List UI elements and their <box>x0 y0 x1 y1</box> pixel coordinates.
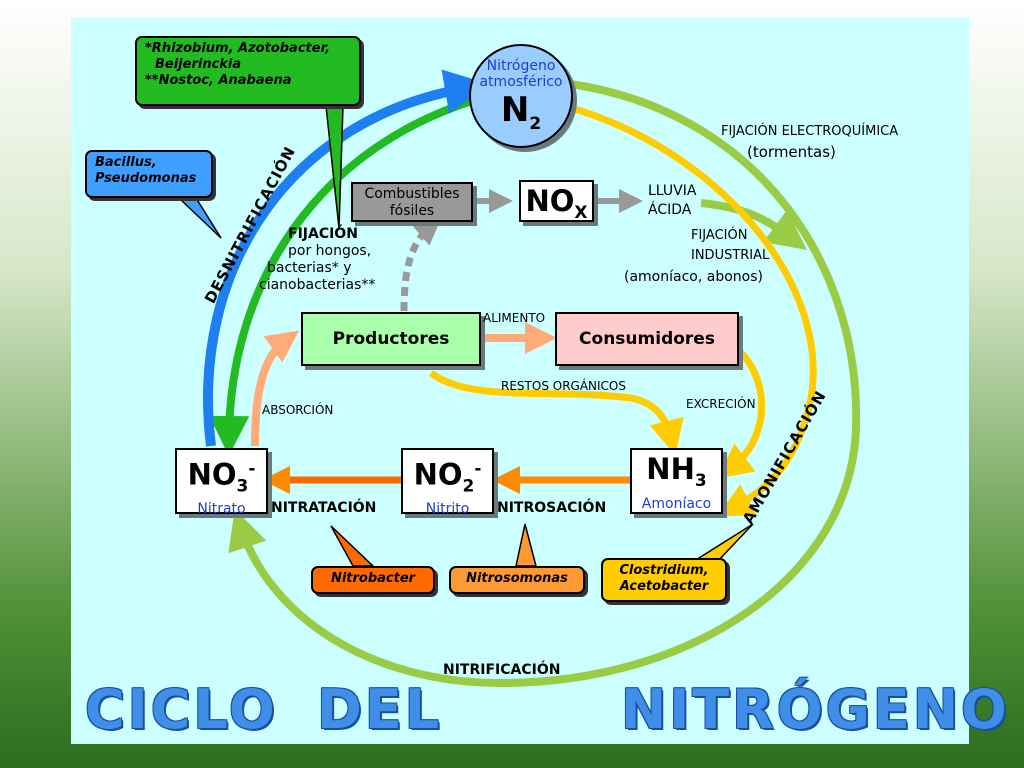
n2-line1: Nitrógeno <box>486 58 556 74</box>
clostridium-line1: Clostridium, <box>619 563 709 578</box>
nitrobacter-bubble: Nitrobacter <box>311 566 435 594</box>
no3-formula-sup: - <box>248 459 256 479</box>
fosilizacion-arrow <box>400 216 442 312</box>
no2-formula-sup: - <box>474 459 482 479</box>
nh3-node: NH3 Amoníaco <box>630 448 723 514</box>
n2-formula-base: N <box>500 90 530 130</box>
title-word-del: DEL <box>317 678 443 741</box>
bacillus-line2: Pseudomonas <box>95 171 197 186</box>
title-word-nitrogeno: NITRÓGENO <box>621 678 1010 741</box>
bacillus-bubble: Bacillus, Pseudomonas <box>85 150 213 198</box>
no3-node: NO3- Nitrato <box>175 448 268 518</box>
desnitrificacion-arrow <box>203 69 490 447</box>
diagram-panel: Nitrógeno atmosférico N2 Combustibles fó… <box>71 18 1007 744</box>
fijacion-arrow <box>209 96 477 456</box>
rhizobium-line2: Beijerinckia <box>155 57 242 72</box>
fossil-line2: fósiles <box>389 203 435 219</box>
no2-formula: NO2- <box>403 454 492 501</box>
consumidores-node: Consumidores <box>555 312 739 366</box>
nitrosomonas-bubble-tail <box>515 523 537 567</box>
fossil-line1: Combustibles <box>364 186 460 202</box>
page-title: CICLO DEL NITRÓGENO <box>85 678 1007 742</box>
rhizobium-bubble: *Rhizobium, Azotobacter, Beijerinckia **… <box>135 36 361 106</box>
excrecion-arrow <box>717 345 766 479</box>
n2-formula: N2 <box>471 90 571 144</box>
clostridium-bubble: Clostridium, Acetobacter <box>601 558 727 602</box>
nh3-formula-sub: 3 <box>694 470 707 491</box>
no2-node: NO2- Nitrito <box>401 448 494 518</box>
fijacion-industrial-arrow <box>570 104 817 517</box>
restos-arrow <box>428 370 684 455</box>
rhizobium-bubble-tail <box>325 105 344 229</box>
fijacion-label-2: por hongos, <box>288 243 372 259</box>
bacillus-line1: Bacillus, <box>95 155 157 170</box>
fijacion-label-4: cianobacterias** <box>259 277 376 293</box>
excrecion-label: EXCRECIÓN <box>686 397 756 411</box>
nh3-formula: NH3 <box>632 454 721 496</box>
nox-formula: NO <box>525 184 575 218</box>
fijacion-electroquimica-label: FIJACIÓN ELECTROQUÍMICA <box>721 124 899 139</box>
nox-node: NOX <box>519 180 594 223</box>
fijacion-label: FIJACIÓN <box>288 226 358 242</box>
lluvia-label-2: ÁCIDA <box>648 202 692 218</box>
fijacion-label-3: bacterias* y <box>267 260 352 276</box>
rhizobium-line1: *Rhizobium, Azotobacter, <box>145 41 331 56</box>
no2-formula-sub: 2 <box>462 476 475 497</box>
nitrificacion-arrow <box>228 80 861 688</box>
nitrificacion-label: NITRIFICACIÓN <box>443 662 561 678</box>
fijacion-industrial-label-1: FIJACIÓN <box>691 228 748 243</box>
bacillus-bubble-tail <box>177 197 222 239</box>
alimento-label: ALIMENTO <box>483 311 546 325</box>
restos-organicos-label: RESTOS ORGÁNICOS <box>501 379 626 393</box>
nitrosomonas-bubble: Nitrosomonas <box>449 566 585 594</box>
nitrosacion-label: NITROSACIÓN <box>497 500 607 516</box>
title-word-ciclo: CICLO <box>85 678 278 741</box>
rhizobium-line3: **Nostoc, Anabaena <box>145 73 292 88</box>
fijacion-industrial-label-3: (amoníaco, abonos) <box>624 269 763 285</box>
no3-formula-sub: 3 <box>236 476 249 497</box>
tormentas-label: (tormentas) <box>747 143 836 161</box>
nh3-name: Amoníaco <box>641 495 712 512</box>
absorcion-label: ABSORCIÓN <box>262 403 334 417</box>
no3-formula: NO3- <box>177 454 266 501</box>
combustibles-fosiles-node: Combustibles fósiles <box>351 182 473 222</box>
n2-formula-sub: 2 <box>529 113 542 134</box>
lluvia-label-1: LLUVIA <box>648 183 697 199</box>
nh3-formula-base: NH <box>646 452 695 486</box>
no2-name: Nitrito <box>425 501 470 518</box>
no3-formula-base: NO <box>187 457 237 492</box>
fijacion-industrial-label-2: INDUSTRIAL <box>691 248 770 263</box>
nitratacion-label: NITRATACIÓN <box>271 500 377 516</box>
absorcion-arrow <box>251 330 299 447</box>
nitrobacter-bubble-tail <box>330 525 375 567</box>
clostridium-line2: Acetobacter <box>619 579 709 594</box>
no3-name: Nitrato <box>197 501 246 518</box>
n2-line2: atmosférico <box>479 74 563 90</box>
fijacion-electroquimica-arrow <box>700 199 808 250</box>
n2-node: Nitrógeno atmosférico N2 <box>469 44 573 148</box>
productores-node: Productores <box>301 312 481 366</box>
nox-sub: X <box>574 202 588 223</box>
no2-formula-base: NO <box>413 457 463 492</box>
